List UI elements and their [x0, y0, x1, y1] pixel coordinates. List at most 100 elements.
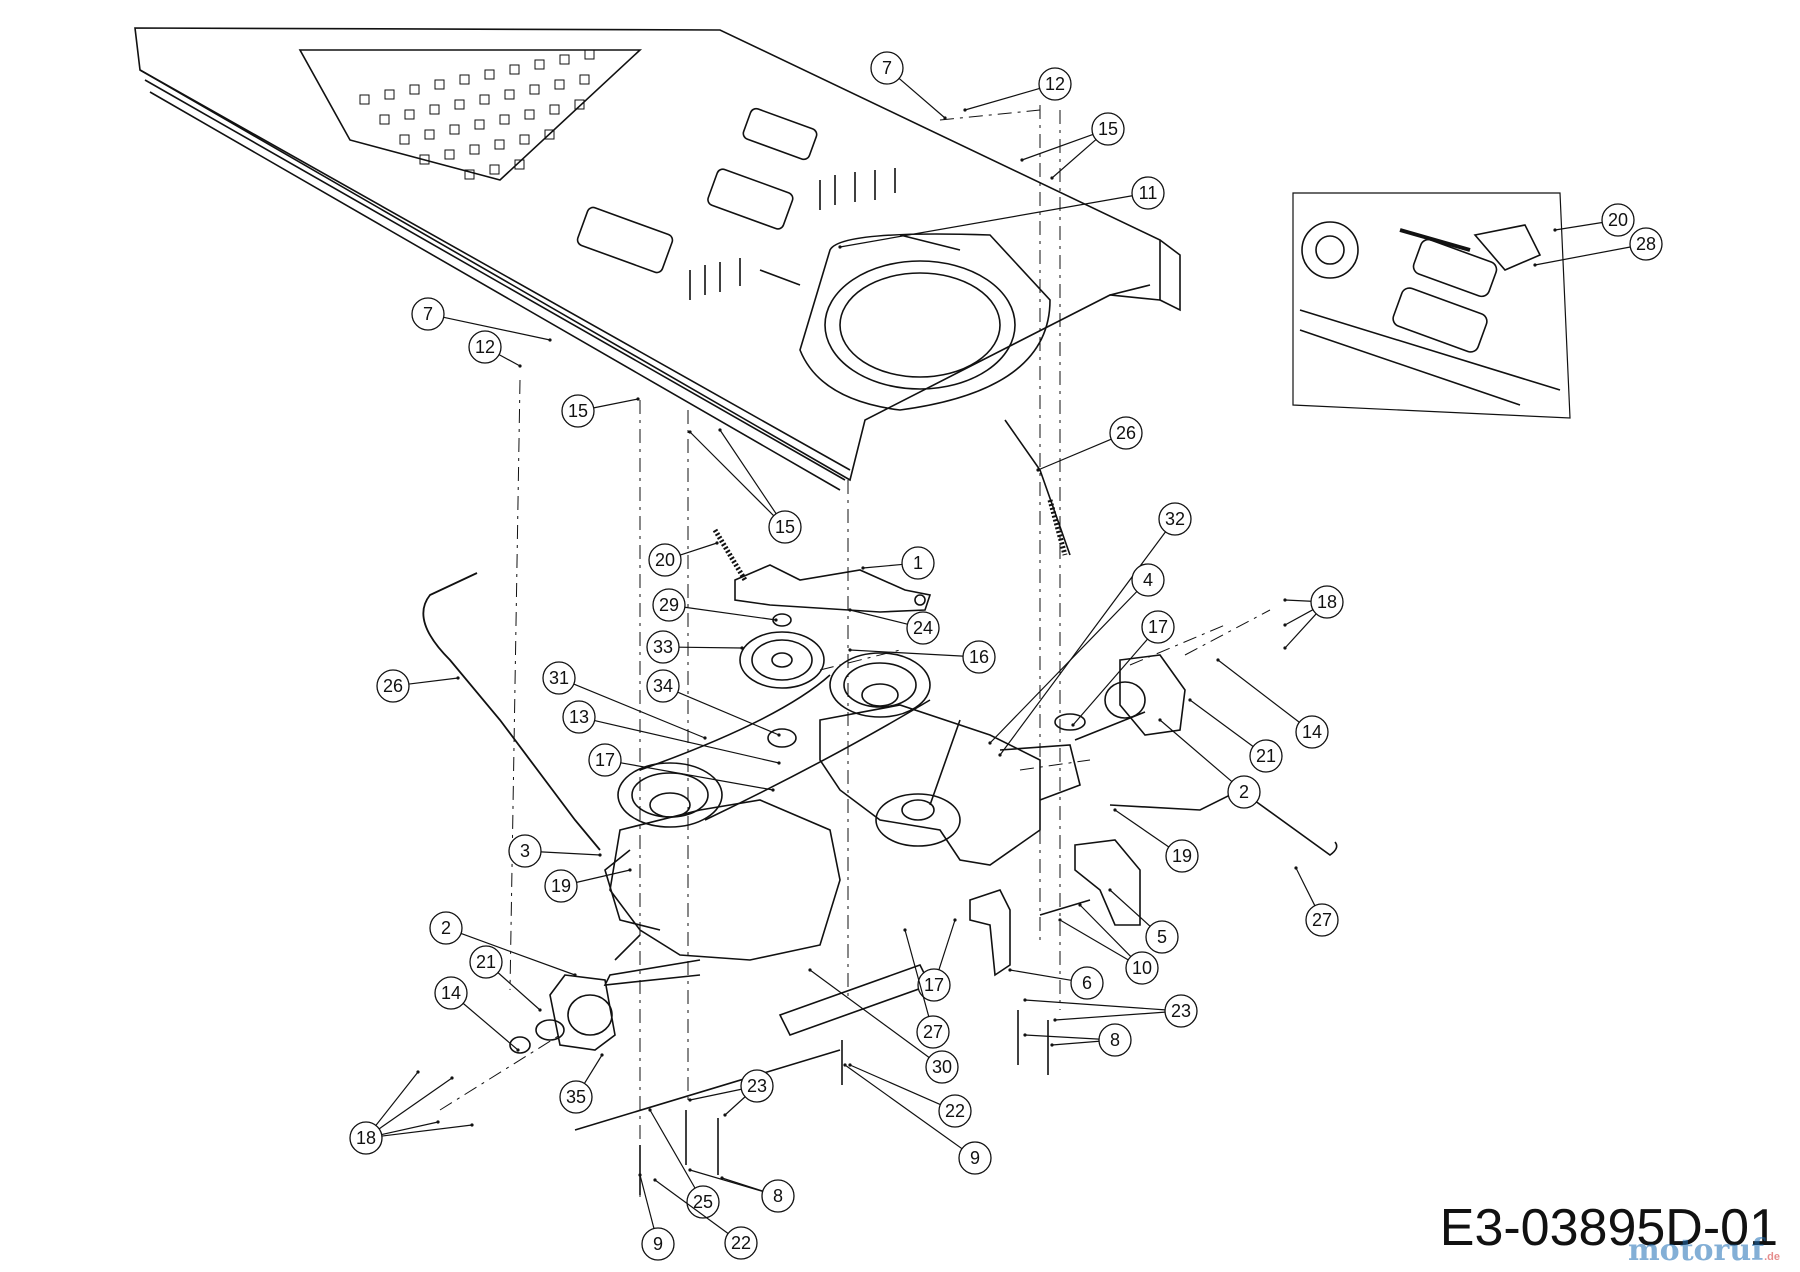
leader-line [375, 1071, 419, 1126]
leader-line [1284, 599, 1312, 602]
callout-18: 18 [1283, 585, 1344, 650]
leader-tip [838, 245, 842, 249]
leader-tip [516, 1048, 520, 1052]
hub-left [509, 974, 616, 1054]
callout-number: 9 [653, 1234, 663, 1254]
leader-line [583, 1054, 603, 1084]
callout-18: 18 [349, 1070, 474, 1155]
callout-19: 19 [1113, 808, 1199, 873]
leader-tip [1071, 723, 1075, 727]
watermark-suffix: .de [1764, 1251, 1780, 1263]
leader-line [719, 429, 777, 515]
leader-line [849, 1064, 941, 1106]
callout-circle [544, 869, 578, 903]
pulley-right [829, 652, 931, 718]
callout-35: 35 [559, 1053, 604, 1114]
callout-circle [768, 510, 802, 544]
leader-line [721, 1177, 763, 1192]
leader-line [724, 1096, 746, 1116]
leader-line [989, 591, 1138, 744]
callout-number: 18 [356, 1128, 376, 1148]
leader-tip [843, 1063, 847, 1067]
leader-line [460, 932, 576, 976]
hub-right [1054, 654, 1186, 736]
leader-tip [638, 1173, 642, 1177]
callout-15: 15 [688, 428, 802, 544]
callout-10: 10 [1058, 903, 1159, 985]
leader-line [689, 1169, 763, 1193]
leader-tip [1023, 998, 1027, 1002]
callout-circle [901, 546, 935, 580]
callout-number: 30 [932, 1057, 952, 1077]
callout-number: 29 [659, 595, 679, 615]
callout-number: 23 [1171, 1001, 1191, 1021]
callout-number: 26 [383, 676, 403, 696]
leader-line [639, 1174, 655, 1229]
leader-line [904, 929, 930, 1017]
callout-circle [562, 700, 596, 734]
callout-circle [508, 834, 542, 868]
callout-circle [468, 330, 502, 364]
leader-tip [648, 1108, 652, 1112]
leader-tip [1058, 918, 1062, 922]
leader-line [443, 316, 551, 341]
watermark-logo: motoruf.de [1628, 1233, 1780, 1268]
leader-line [809, 969, 930, 1059]
leader-line [1054, 1011, 1166, 1021]
callout-circle [1295, 715, 1329, 749]
callout-34: 34 [646, 669, 781, 737]
callout-30: 30 [808, 968, 959, 1084]
callout-circle [917, 968, 951, 1002]
leader-line [1021, 133, 1094, 161]
callout-26: 26 [1036, 416, 1143, 472]
leader-line [576, 869, 631, 883]
leader-line [378, 1077, 453, 1130]
leader-tip [848, 1063, 852, 1067]
callout-number: 14 [1302, 722, 1322, 742]
leader-line [1217, 659, 1300, 723]
leader-tip [1008, 968, 1012, 972]
callout-33: 33 [646, 630, 744, 664]
callout-circle [561, 394, 595, 428]
leader-line [1534, 246, 1631, 266]
callout-number: 20 [655, 550, 675, 570]
callout-number: 2 [441, 918, 451, 938]
callout-circle [376, 669, 410, 703]
callout-number: 8 [1110, 1030, 1120, 1050]
leader-line [381, 1121, 439, 1136]
callout-number: 27 [923, 1022, 943, 1042]
callout-circle [724, 1226, 758, 1260]
leader-tip [1050, 176, 1054, 180]
leader-tip [688, 430, 692, 434]
leader-line [408, 677, 459, 685]
leader-tip [953, 918, 957, 922]
callout-24: 24 [848, 608, 940, 645]
leader-line [684, 606, 777, 621]
frame-plate [134, 27, 1181, 491]
rod [574, 1049, 841, 1131]
callout-8: 8 [688, 1168, 795, 1213]
leader-line [1295, 867, 1316, 906]
callout-17: 17 [1071, 610, 1175, 727]
callout-circle [648, 543, 682, 577]
leader-tip [538, 1008, 542, 1012]
callout-circle [1601, 203, 1635, 237]
leader-line [1051, 1040, 1100, 1046]
leader-tip [1020, 158, 1024, 162]
leader-tip [1533, 263, 1537, 267]
callout-circle [1164, 994, 1198, 1028]
callout-number: 19 [551, 876, 571, 896]
callout-circle [906, 611, 940, 645]
centerlines [439, 105, 1271, 1200]
callout-circle [1158, 502, 1192, 536]
callout-number: 35 [566, 1087, 586, 1107]
callout-23: 23 [1023, 994, 1198, 1028]
leader-tip [1158, 718, 1162, 722]
callout-circle [646, 669, 680, 703]
callout-31: 31 [542, 661, 707, 740]
leader-tip [1283, 598, 1287, 602]
callout-number: 10 [1132, 958, 1152, 978]
leader-tip [416, 1070, 420, 1074]
callout-circle [559, 1080, 593, 1114]
